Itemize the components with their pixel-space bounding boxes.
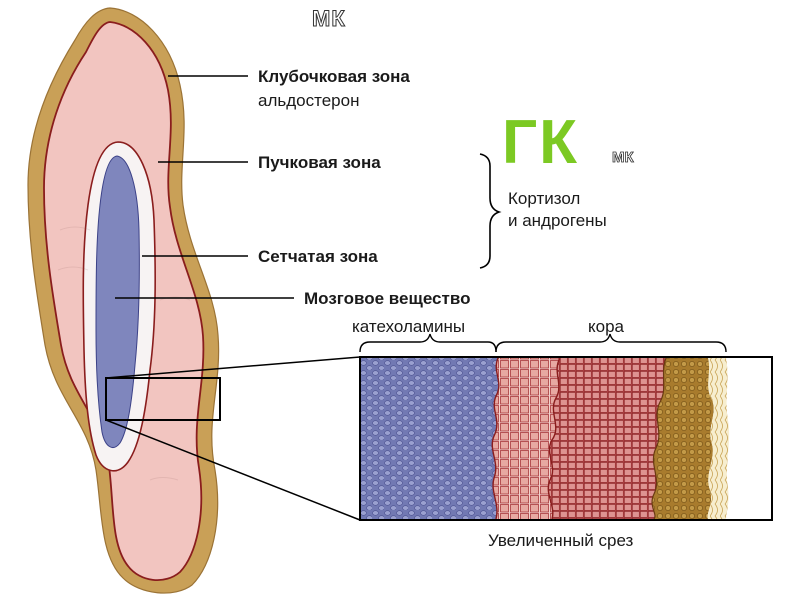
label-androgens: и андрогены — [508, 211, 607, 230]
label-catecholamines: катехоламины — [352, 317, 466, 336]
badge-gk: ГК — [502, 108, 579, 177]
brace-catecholamines — [359, 333, 497, 353]
magnified-section — [359, 356, 773, 521]
badge-mk-small: МК — [612, 149, 634, 166]
label-cortex: кора — [588, 317, 624, 336]
zoom-line-top — [105, 356, 361, 379]
label-aldosterone: альдостерон — [258, 91, 360, 110]
section-medulla — [361, 358, 499, 519]
label-cortisol: Кортизол — [508, 189, 581, 208]
label-medulla: Мозговое вещество — [304, 289, 471, 308]
zoom-box — [105, 377, 221, 421]
gland-medulla — [95, 155, 140, 448]
section-caption: Увеличенный срез — [488, 531, 634, 550]
section-capsule — [707, 358, 730, 519]
brace-cortex — [495, 333, 727, 353]
watermark-mk-top: МК — [312, 6, 346, 31]
section-fasciculata — [548, 358, 666, 519]
section-reticularis — [492, 358, 560, 519]
zoom-line-bottom — [105, 419, 361, 521]
section-glomerulosa — [652, 358, 714, 519]
label-glomerulosa: Клубочковая зона — [258, 67, 410, 86]
adrenal-gland — [27, 7, 220, 594]
label-reticularis: Сетчатая зона — [258, 247, 378, 266]
hormone-brace — [479, 153, 502, 269]
label-fasciculata: Пучковая зона — [258, 153, 381, 172]
